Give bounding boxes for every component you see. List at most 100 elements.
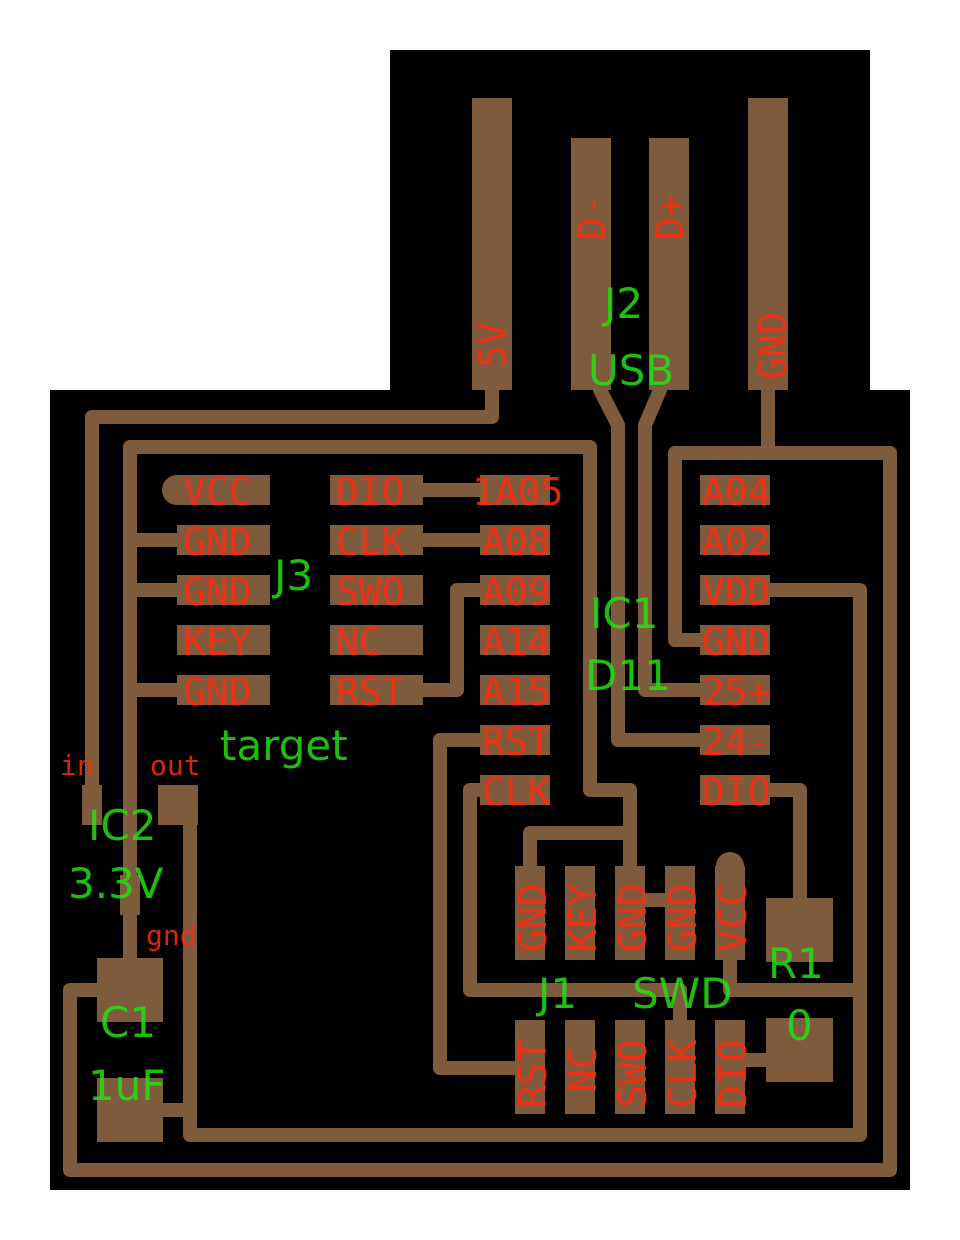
j3-pad	[177, 675, 270, 705]
ic1-pin-label: RST	[482, 720, 551, 764]
ic1-microcontroller: 1A05 A08 A09 A14 A15 RST CLK A04 A02 VDD…	[472, 470, 771, 814]
j3-pin-label: DIO	[336, 470, 405, 514]
j1-swd-header: GND KEY GND GND VCC RST NC SWO CLK DIO J…	[511, 852, 755, 1114]
j1-pad	[515, 866, 545, 960]
trace-vdd	[183, 583, 867, 1142]
ic1-pad	[700, 575, 770, 605]
trace-dio-r1	[763, 783, 807, 912]
ic1-ref: IC1	[590, 589, 658, 638]
ic2-pin-label: gnd	[146, 919, 197, 952]
c1-value: 1uF	[88, 1061, 166, 1110]
j2-ref: J2	[601, 279, 643, 328]
j2-pin-label: GND	[751, 311, 795, 380]
r1-pad	[766, 1018, 833, 1082]
ic2-pad-gnd	[120, 875, 140, 915]
trace-dminus	[593, 383, 717, 747]
trace-usb-gnd	[668, 383, 775, 647]
ic1-pad	[700, 475, 770, 505]
trace-dplus	[638, 383, 717, 697]
j1-pad	[715, 1020, 745, 1114]
c1-pad	[97, 1078, 163, 1142]
trace-rst-target	[413, 583, 497, 697]
j1-pin-label: DIO	[711, 1039, 755, 1108]
j1-pad	[665, 866, 695, 960]
c1-pad	[97, 958, 163, 1022]
j1-pin-label: RST	[511, 1039, 555, 1108]
ic2-pin-label: out	[150, 749, 201, 782]
j1-pin-label: CLK	[661, 1039, 705, 1108]
j1-pin-label: NC	[561, 1046, 605, 1092]
j3-pad	[330, 525, 423, 555]
board-usb-tab	[390, 50, 870, 395]
trace-gnd-right	[63, 446, 897, 1177]
j3-value: target	[220, 721, 348, 770]
j3-pin-label: CLK	[336, 520, 405, 564]
j3-pin-label: VCC	[183, 470, 252, 514]
j1-pad	[665, 1020, 695, 1114]
j2-pad-dplus	[649, 138, 689, 390]
ic1-pad	[480, 575, 550, 605]
j1-pin-label: VCC	[711, 883, 755, 952]
j3-pin-label: KEY	[183, 620, 252, 664]
ic1-pin-label: DIO	[702, 770, 771, 814]
trace-rst-swd	[433, 733, 527, 1075]
trace-gnd-left	[123, 440, 637, 917]
j2-pin-label: D+	[648, 194, 692, 240]
j3-pin-label: SWO	[336, 570, 405, 614]
ic1-value: D11	[585, 651, 671, 700]
c1-capacitor: C1 1uF	[88, 908, 166, 1142]
traces	[63, 383, 897, 1177]
ic1-pin-label: A09	[482, 570, 551, 614]
r1-resistor: R1 0	[766, 898, 833, 1082]
ic2-ref: IC2	[88, 801, 156, 850]
ic1-pad	[700, 525, 770, 555]
ic1-pin-label: 25+	[702, 670, 771, 714]
j3-pin-label: NC	[336, 620, 382, 664]
ic1-pad	[700, 775, 770, 805]
ic1-pad	[700, 625, 770, 655]
ic1-pin-label: A08	[482, 520, 551, 564]
c1-ref: C1	[100, 998, 156, 1047]
ic1-pin-label: 24-	[702, 720, 771, 764]
r1-value: 0	[786, 1001, 813, 1050]
trace-5v	[85, 383, 499, 807]
ic1-pad	[480, 475, 550, 505]
ic2-regulator: in out gnd IC2 3.3V	[60, 749, 201, 952]
j1-pad	[615, 1020, 645, 1114]
j1-pin-label: GND	[511, 883, 555, 952]
ic1-pad	[480, 675, 550, 705]
j2-pad-dminus	[571, 138, 611, 390]
j1-pad	[615, 866, 645, 960]
ic2-pin-label: in	[60, 749, 94, 782]
j2-pad-5v	[472, 98, 512, 390]
j3-pad	[177, 525, 270, 555]
ic1-pin-label: GND	[702, 620, 771, 664]
ic2-pad-out	[158, 785, 198, 825]
j1-pad	[565, 1020, 595, 1114]
j1-pad	[515, 1020, 545, 1114]
ic2-pad-in	[82, 785, 102, 825]
ic1-pad	[480, 625, 550, 655]
r1-ref: R1	[768, 939, 824, 988]
j2-usb-connector: 5V D- D+ GND J2 USB	[471, 98, 795, 395]
ic1-pad	[480, 525, 550, 555]
j2-value: USB	[588, 346, 674, 395]
j1-pad	[715, 866, 745, 960]
j1-value: SWD	[632, 969, 733, 1018]
j1-pad	[565, 866, 595, 960]
ic1-pad	[480, 725, 550, 755]
ic1-pad	[480, 775, 550, 805]
j3-target-header: VCC GND GND KEY GND DIO CLK SWO NC RST J…	[162, 470, 423, 770]
ic1-pin-label: 1A05	[472, 470, 564, 514]
ic2-value: 3.3V	[68, 859, 164, 908]
ic1-pin-label: VDD	[702, 570, 771, 614]
ic1-pin-label: A04	[702, 470, 771, 514]
j3-pad	[177, 475, 270, 505]
j3-pad	[330, 675, 423, 705]
j1-pin-label: GND	[611, 883, 655, 952]
ic1-pad	[700, 675, 770, 705]
j1-pin-label: KEY	[561, 883, 605, 952]
ic1-pin-label: A02	[702, 520, 771, 564]
trace-clk-swd	[463, 783, 687, 1037]
